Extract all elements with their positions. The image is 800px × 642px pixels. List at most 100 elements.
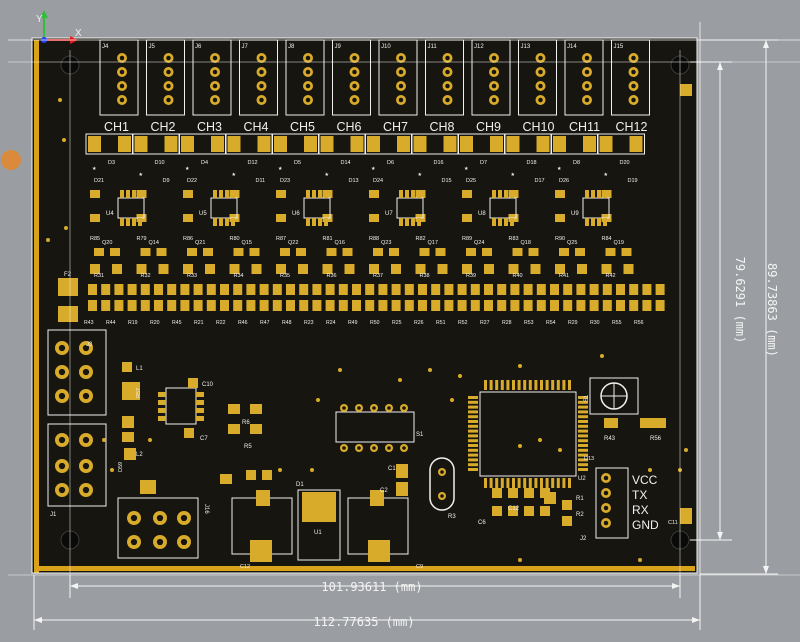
ic-pin (411, 218, 415, 226)
smd-pad (524, 506, 534, 516)
smd-pad (246, 470, 256, 480)
smd-pad (369, 214, 379, 222)
smd-pad (576, 300, 586, 311)
drill-hole (259, 83, 264, 89)
smd-pad (604, 418, 618, 428)
optocoupler-outline (582, 197, 610, 219)
mcu-pin (551, 478, 555, 488)
drill-hole (631, 55, 636, 61)
polarity-mark: ★ (139, 172, 144, 178)
drill-hole (58, 436, 66, 444)
cap-label: C6 (478, 520, 486, 526)
drill-hole (166, 83, 171, 89)
diode-label: D10 (155, 160, 165, 166)
resistor-label: R42 (606, 273, 616, 279)
diode-pad (553, 136, 566, 152)
resistor-label: R40 (513, 273, 523, 279)
smd-pad (621, 248, 632, 256)
mcu-pin (578, 410, 588, 414)
resistor-label: R34 (234, 273, 244, 279)
ic-pin (306, 190, 310, 198)
optocoupler-label: U5 (199, 211, 207, 217)
smd-pad (370, 490, 384, 506)
smd-pad (276, 190, 286, 198)
ic-pin (597, 190, 601, 198)
header-outline (47, 329, 107, 416)
polarity-mark: ★ (464, 166, 469, 172)
smd-pad (389, 248, 399, 256)
ic-pin (158, 408, 166, 413)
mcu-pin (578, 415, 588, 419)
mcu-pin (500, 478, 504, 488)
drill-hole (119, 97, 125, 103)
channel-label: CH1 (104, 120, 129, 134)
smd-pad (470, 300, 480, 311)
diode-pad (88, 136, 101, 152)
resistor-label: R43 (84, 320, 94, 326)
resistor-label: R6 (242, 420, 250, 426)
smd-pad (299, 284, 309, 295)
smd-pad (435, 248, 446, 256)
smd-pad (437, 264, 448, 274)
smd-pad (127, 284, 137, 295)
via (310, 468, 314, 472)
transistor-label: Q18 (521, 240, 531, 246)
cap-label: C9 (416, 564, 423, 570)
diode-label: D22 (187, 178, 197, 184)
polarity-mark: ★ (278, 166, 283, 172)
ic-pin (510, 190, 514, 198)
drill-hole (357, 446, 361, 450)
diode-label: D11 (256, 178, 266, 184)
resistor-label: R33 (187, 273, 197, 279)
mcu-pin (578, 396, 588, 399)
mcu-pin (578, 434, 588, 438)
diode-pad (443, 136, 457, 152)
dimension-arrow (672, 583, 680, 589)
smd-pad (276, 264, 286, 274)
ic-pin (126, 190, 130, 198)
mcu-pin (506, 478, 510, 488)
drill-hole (603, 490, 609, 496)
smd-pad (680, 84, 692, 96)
diode-pad (257, 136, 271, 152)
drill-hole (445, 97, 450, 103)
ic-pin (158, 400, 166, 405)
smd-pad (88, 284, 97, 295)
drill-hole (119, 69, 125, 75)
smd-pad (101, 300, 111, 311)
drill-hole (82, 436, 90, 444)
smd-pad (512, 248, 523, 256)
svg-text:X: X (75, 28, 82, 39)
smd-pad (122, 362, 132, 372)
via (518, 364, 522, 368)
via (428, 368, 432, 372)
ic-outline (165, 387, 197, 425)
diode-outline (597, 133, 645, 155)
via (518, 444, 522, 448)
mcu-pin (468, 410, 478, 414)
ic-pin (120, 218, 124, 226)
smd-pad (396, 464, 408, 478)
drill-hole (398, 83, 404, 89)
drill-hole (538, 83, 543, 89)
mcu-pin (578, 463, 588, 467)
transistor-label: Q15 (242, 240, 252, 246)
header-label: J7 (242, 44, 249, 50)
mcu-pin (484, 380, 487, 390)
smd-pad (220, 300, 229, 311)
uart-outline (595, 467, 629, 539)
smd-pad (250, 424, 262, 434)
smd-pad (228, 424, 240, 434)
resistor-label: R5 (244, 444, 252, 450)
smd-pad (640, 418, 654, 428)
diode-pad (211, 136, 224, 152)
via (316, 398, 320, 402)
diode-label: D8 (573, 160, 580, 166)
transistor-label: Q14 (149, 240, 159, 246)
dimension-arrow (692, 617, 700, 623)
mcu-pin (468, 463, 478, 467)
resistor-label: R54 (546, 320, 556, 326)
drill-hole (538, 69, 543, 75)
ic-pin (231, 218, 235, 226)
